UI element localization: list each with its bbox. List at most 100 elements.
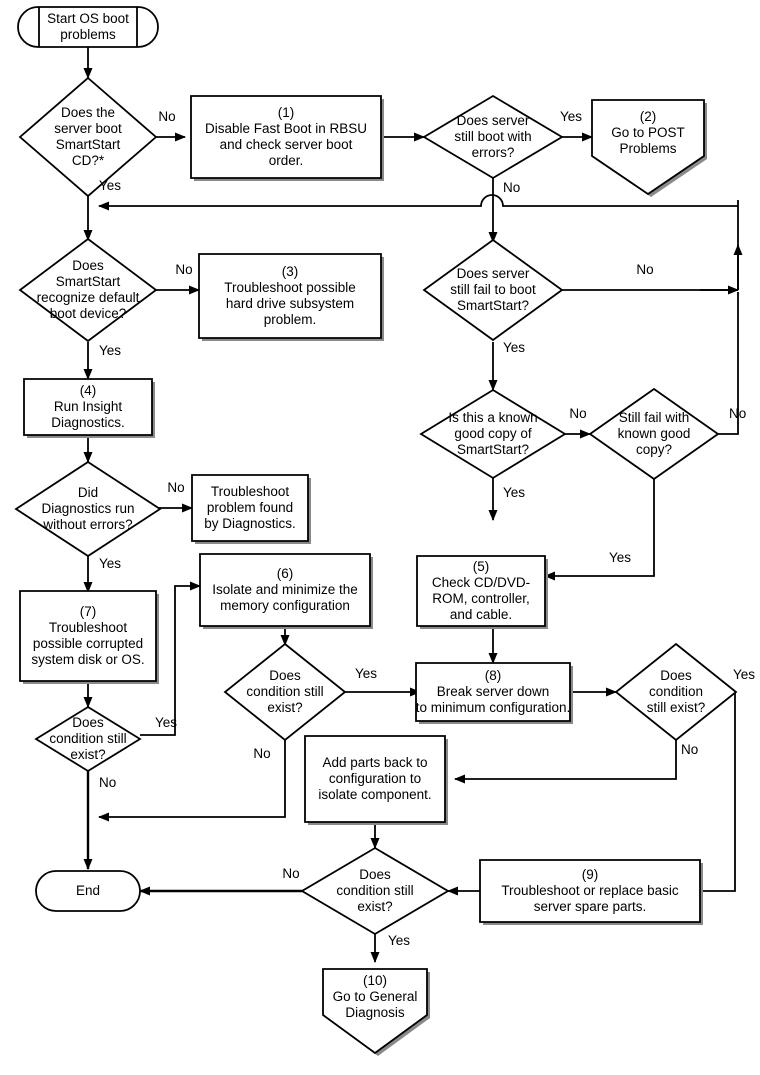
edge-label-e22: Yes	[388, 933, 410, 948]
process-shape	[199, 553, 371, 627]
edge-label-e11: No	[729, 406, 746, 421]
node-label: End	[76, 883, 100, 898]
offpage-shape	[322, 968, 428, 1055]
edge-label-e13: No	[167, 480, 184, 495]
process-shape	[191, 474, 309, 542]
edge-label-e3: Yes	[560, 109, 582, 124]
process-shape	[479, 859, 701, 923]
decision-shape	[14, 460, 162, 558]
edge-label-e1: No	[158, 109, 175, 124]
edge-label-e16: No	[253, 746, 270, 761]
decision-shape	[422, 238, 564, 342]
flow-node-end[interactable]: End	[35, 870, 141, 912]
edge-label-e7: No	[636, 262, 653, 277]
decision-shape	[419, 388, 567, 480]
edge-label-e15: Yes	[355, 666, 377, 681]
edge-label-layer: NoYesYesNoNoYesNoYesNoYesNoYesNoYesYesNo…	[99, 109, 755, 948]
process-shape	[415, 662, 571, 722]
edge-label-e10: Yes	[503, 485, 525, 500]
terminator-shape	[35, 870, 141, 912]
edge-label-e20: No	[681, 742, 698, 757]
edge-label-e6: Yes	[99, 343, 121, 358]
edge-layer	[83, 47, 743, 963]
edge-label-e5: No	[175, 262, 192, 277]
decision-shape	[223, 642, 347, 742]
flow-node-p5[interactable]: (5)Check CD/DVD-ROM, controller,and cabl…	[416, 555, 548, 629]
edge-label-e19: Yes	[733, 667, 755, 682]
edge-label-e18: No	[99, 775, 116, 790]
edge-label-e12: Yes	[609, 550, 631, 565]
edge-label-e9: No	[569, 406, 586, 421]
edge-label-e4: No	[503, 180, 520, 195]
terminator-shape	[17, 6, 159, 48]
edge-label-e17: Yes	[155, 715, 177, 730]
process-shape	[19, 590, 157, 682]
decision-shape	[300, 846, 450, 936]
decision-shape	[18, 76, 158, 198]
decision-shape	[614, 642, 738, 742]
decision-shape	[34, 705, 142, 773]
process-shape	[304, 735, 446, 823]
edge-label-e2: Yes	[99, 178, 121, 193]
process-shape	[198, 253, 382, 339]
decision-shape	[588, 387, 720, 481]
edge-label-e8: Yes	[503, 340, 525, 355]
edge-label-e21: No	[282, 866, 299, 881]
process-shape	[23, 378, 153, 436]
edge-label-e14: Yes	[99, 556, 121, 571]
offpage-shape	[591, 99, 705, 196]
decision-shape	[422, 94, 564, 180]
node-label: (5)Check CD/DVD-ROM, controller,and cabl…	[432, 559, 530, 622]
decision-shape	[18, 237, 158, 343]
process-shape	[190, 95, 382, 179]
